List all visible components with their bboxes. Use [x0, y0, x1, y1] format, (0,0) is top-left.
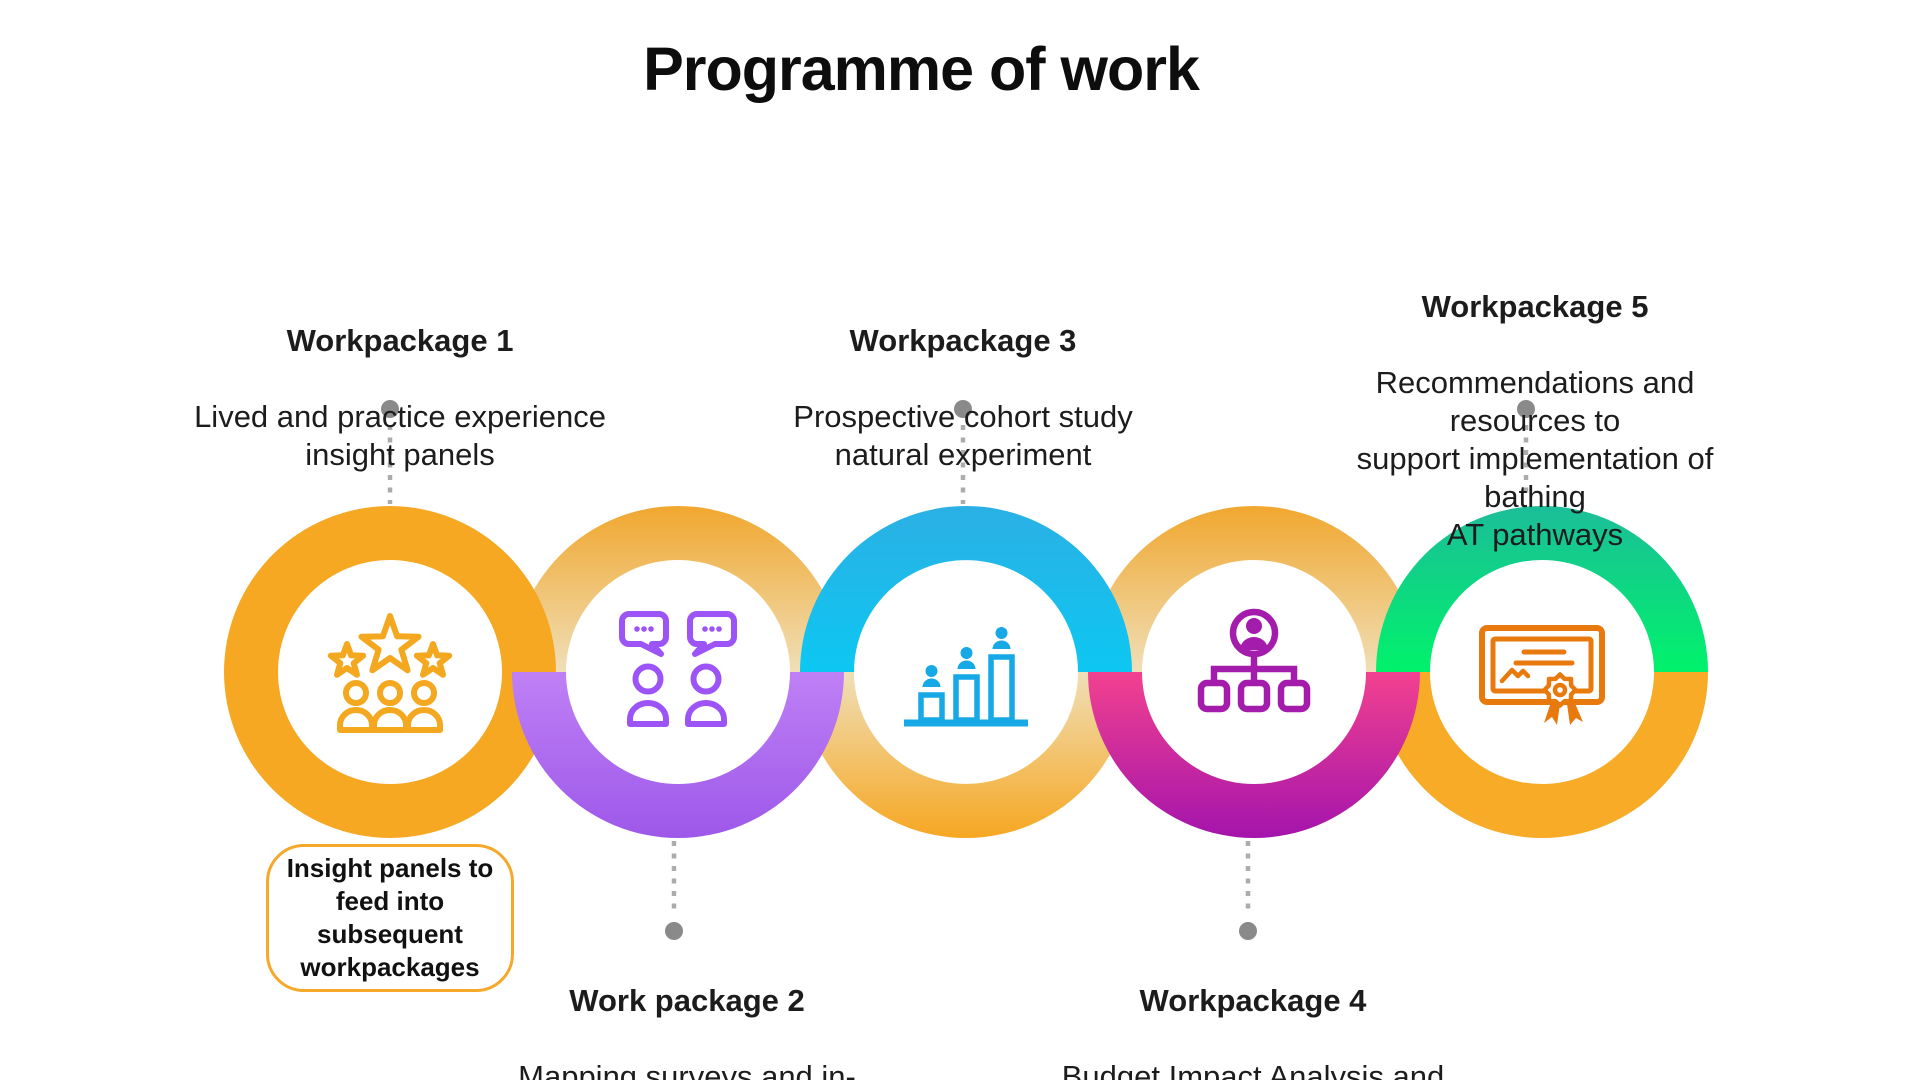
- person-head: [343, 680, 369, 706]
- connector-dot-wp4: [1239, 922, 1257, 940]
- connector-dot-wp5: [1517, 400, 1535, 418]
- workpackage-1-name: Workpackage 1: [286, 323, 514, 358]
- ring-3-top-arc: [800, 506, 1132, 672]
- org-chart-icon: [1197, 608, 1311, 713]
- person-body: [685, 700, 727, 727]
- chat-people-icon: [619, 611, 737, 727]
- person-body: [371, 707, 409, 733]
- person-body: [405, 707, 443, 733]
- org-nodes: [1197, 679, 1311, 713]
- small-star-right: [413, 641, 453, 678]
- insight-panels-callout: Insight panels to feed into subsequent w…: [266, 844, 514, 992]
- connector-dot-wp3: [954, 400, 972, 418]
- person-head: [632, 663, 664, 695]
- bar-chart-people-icon: [904, 627, 1028, 727]
- big-star: [358, 613, 422, 674]
- connector-dot-wp2: [665, 922, 683, 940]
- rosette-ribbon-left: [1544, 702, 1560, 725]
- people-stars-icon: [327, 613, 453, 733]
- person-body: [627, 700, 669, 727]
- insight-panels-callout-text: Insight panels to feed into subsequent w…: [286, 853, 494, 982]
- workpackage-3-name: Workpackage 3: [849, 323, 1077, 358]
- rosette-center: [1552, 682, 1568, 698]
- workpackage-1-description: Lived and practice experience insight pa…: [194, 399, 606, 472]
- ring-3-bottom-arc: [800, 672, 1132, 838]
- speech-bubble-right: [687, 611, 737, 657]
- connector-lines: [387, 425, 1529, 916]
- bar: [918, 692, 945, 723]
- workpackage-2-name: Work package 2: [569, 983, 805, 1018]
- speech-bubble-left: [619, 611, 669, 657]
- certificate-icon: [1479, 625, 1605, 725]
- workpackage-1-label: Workpackage 1 Lived and practice experie…: [194, 284, 606, 512]
- org-connector-lines: [1210, 654, 1298, 683]
- small-star-left: [327, 641, 367, 678]
- ring-1-bottom-arc: [224, 672, 556, 838]
- workpackage-5-name: Workpackage 5: [1421, 289, 1649, 324]
- certificate-inner-frame: [1490, 636, 1594, 694]
- workpackage-3-description: Prospective cohort study natural experim…: [793, 399, 1133, 472]
- rosette-ribbon-right: [1567, 701, 1583, 725]
- certificate-signature: [1499, 667, 1531, 684]
- ring-4-top-arc: [1088, 506, 1420, 672]
- certificate-text-lines: [1513, 649, 1575, 666]
- ring-1-top-arc: [224, 506, 556, 672]
- person-head: [377, 680, 403, 706]
- workpackage-2-description: Mapping surveys and in- depth interviews: [518, 1059, 856, 1080]
- workpackage-3-label: Workpackage 3 Prospective cohort study n…: [793, 284, 1132, 512]
- bubble-dots: [634, 626, 722, 632]
- workpackage-4-label: Workpackage 4 Budget Impact Analysis and…: [1040, 944, 1466, 1080]
- leader-person: [1240, 618, 1268, 650]
- ring-2-bottom-arc: [512, 672, 844, 838]
- person-body: [337, 707, 375, 733]
- ring-4-bottom-arc: [1088, 672, 1420, 838]
- bar: [953, 674, 980, 723]
- bar: [988, 654, 1015, 723]
- person-head: [690, 663, 722, 695]
- workpackage-2-label: Work package 2 Mapping surveys and in- d…: [518, 944, 856, 1080]
- connector-dots: [381, 400, 1535, 940]
- ring-5-bottom-arc: [1376, 672, 1708, 838]
- ring-5-top-arc: [1376, 506, 1708, 672]
- workpackage-4-description: Budget Impact Analysis and Multi-Criteri…: [1061, 1059, 1445, 1080]
- workpackage-5-label: Workpackage 5 Recommendations and resour…: [1343, 250, 1728, 592]
- person-head: [411, 680, 437, 706]
- ring-2-top-arc: [512, 506, 844, 672]
- workpackage-5-description: Recommendations and resources to support…: [1356, 365, 1714, 552]
- page-title: Programme of work: [643, 35, 1200, 103]
- workpackage-4-name: Workpackage 4: [1139, 983, 1367, 1018]
- rosette: [1542, 672, 1583, 725]
- bar-person-figures: [922, 627, 1011, 687]
- connector-dot-wp1: [381, 400, 399, 418]
